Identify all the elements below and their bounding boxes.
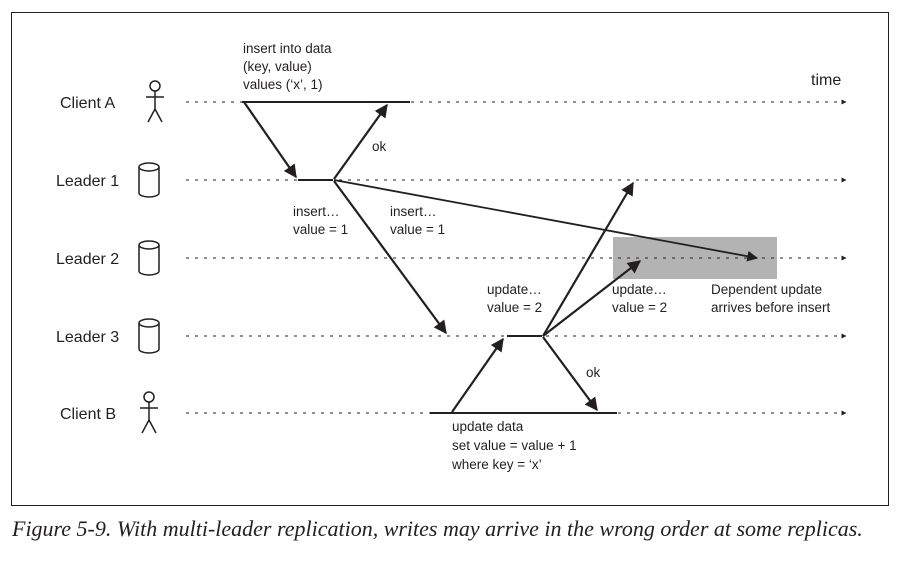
leader-2-database-icon (138, 240, 160, 276)
dependent-update-note: Dependent update arrives before insert (711, 282, 831, 315)
update-command-text: update data set value = value + 1 where … (451, 419, 580, 472)
time-label: time (811, 72, 841, 89)
leader-3-database-icon (138, 318, 160, 354)
update-to-leader-3-text: update… value = 2 (487, 282, 546, 315)
ok-client-a-text: ok (372, 139, 387, 154)
insert-command-text: insert into data (key, value) values (‘x… (243, 41, 335, 92)
insert-to-leader-2-text: insert… value = 1 (390, 204, 445, 237)
update-to-leader-1-arrow (542, 181, 634, 337)
insert-to-leader-1-arrow (243, 101, 297, 179)
leader-2-label: Leader 2 (56, 251, 119, 268)
leader-1-label: Leader 1 (56, 173, 119, 190)
ok-to-client-a-arrow (333, 103, 388, 180)
leader-3-label: Leader 3 (56, 329, 119, 346)
client-a-label: Client A (60, 95, 115, 112)
update-to-leader-3-arrow (451, 337, 504, 413)
client-b-person-icon (140, 391, 158, 434)
ok-to-client-b-arrow (542, 336, 598, 412)
figure-frame (11, 12, 889, 506)
ok-client-b-text: ok (586, 365, 601, 380)
client-a-person-icon (146, 80, 164, 123)
replication-diagram: time Client A Leader 1 Leader 2 Leader 3… (56, 41, 847, 472)
insert-to-leader-2-arrow (333, 179, 759, 262)
figure-caption: Figure 5-9. With multi-leader replicatio… (12, 516, 863, 541)
client-b-label: Client B (60, 406, 116, 423)
insert-to-leader-3-text: insert… value = 1 (293, 204, 348, 237)
insert-to-leader-3-arrow (333, 180, 447, 335)
update-to-leader-2-text: update… value = 2 (612, 282, 671, 315)
update-to-leader-2-arrow (542, 260, 642, 337)
leader-1-database-icon (138, 162, 160, 198)
